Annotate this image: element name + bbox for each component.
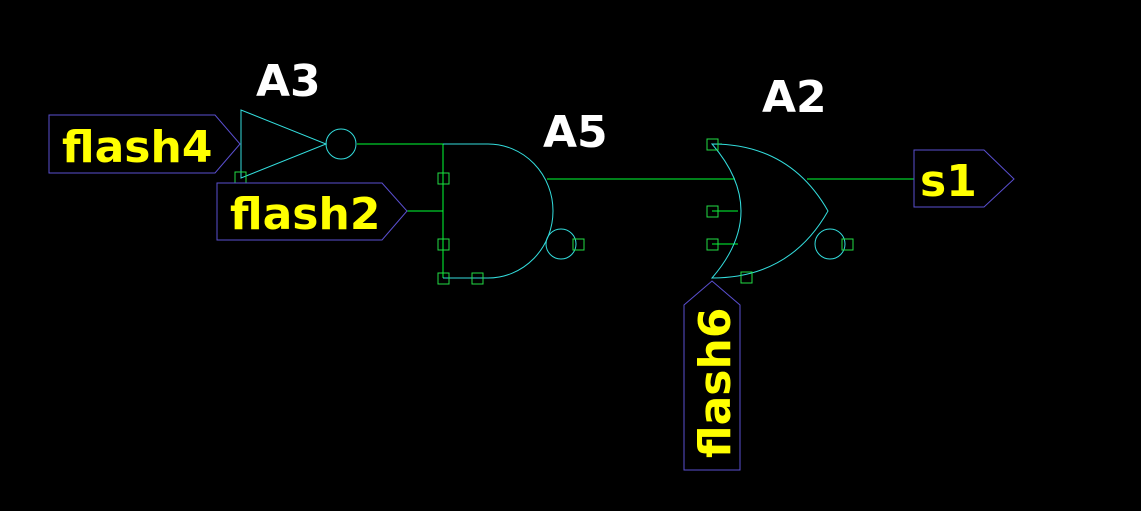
nand-instance-label: A5	[543, 107, 608, 158]
nand-pin-marker-5[interactable]	[572, 238, 585, 251]
nor-pin-marker-4[interactable]	[740, 271, 753, 284]
nand-pin-marker-2[interactable]	[437, 238, 450, 251]
port-in-a-shape	[48, 114, 241, 174]
port-in-b-label: flash2	[230, 189, 380, 240]
wires	[357, 143, 914, 279]
nor-bubble	[814, 228, 846, 260]
nor-pin-marker-5[interactable]	[841, 238, 854, 251]
gate-nand[interactable]	[437, 143, 585, 285]
port-in-b[interactable]: flash2	[216, 182, 408, 241]
nor-instance-label: A2	[762, 72, 827, 123]
port-out[interactable]: s1	[913, 149, 1015, 208]
port-in-c-shape	[683, 280, 741, 471]
nand-pin-marker-4[interactable]	[471, 272, 484, 285]
nand-pin-marker-1[interactable]	[437, 172, 450, 185]
port-in-b-shape	[216, 182, 408, 241]
port-out-label: s1	[920, 156, 977, 207]
port-in-a[interactable]: flash4	[48, 114, 241, 174]
nor-pin-marker-3[interactable]	[706, 238, 719, 251]
nand-pin-marker-3[interactable]	[437, 272, 450, 285]
gate-inverter[interactable]	[234, 109, 357, 184]
inverter-instance-label: A3	[256, 56, 321, 107]
port-in-c-label: flash6	[690, 308, 741, 458]
nor-pin-marker-1[interactable]	[706, 138, 719, 151]
inverter-body	[240, 109, 328, 179]
port-in-c[interactable]: flash6	[683, 280, 741, 471]
inverter-bubble	[325, 128, 357, 160]
nor-pin-marker-2[interactable]	[706, 205, 719, 218]
port-in-a-label: flash4	[62, 122, 212, 173]
nand-body	[443, 143, 554, 279]
port-out-shape	[913, 149, 1015, 208]
gate-nor[interactable]	[706, 138, 854, 284]
nand-bubble	[545, 228, 577, 260]
nor-body	[710, 143, 829, 279]
